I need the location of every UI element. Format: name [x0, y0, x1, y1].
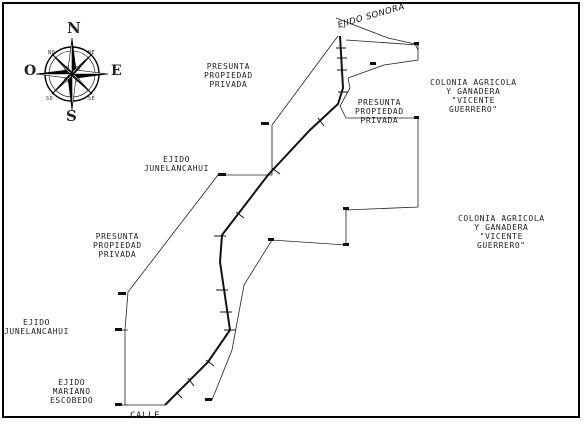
compass-s: S	[66, 107, 78, 125]
boundary-lines	[118, 17, 419, 406]
main-route	[164, 35, 345, 406]
label-calle: CALLE	[130, 411, 161, 421]
boundary-mid-right	[211, 77, 419, 401]
boundary-ejido-sonora	[335, 17, 419, 51]
compass-o: O	[24, 63, 37, 79]
compass-no: NO	[48, 50, 56, 56]
boundary-left-top	[218, 35, 339, 176]
compass-se: SE	[88, 96, 96, 102]
compass-rose-icon	[35, 37, 109, 111]
compass-e: E	[111, 63, 123, 79]
boundary-left	[124, 174, 219, 406]
compass-ne: NE	[88, 50, 96, 56]
station-ticks	[175, 47, 348, 399]
vertex-markers	[115, 42, 419, 406]
compass-so: SO	[46, 96, 54, 102]
boundary-top-right	[345, 39, 419, 79]
compass-n: N	[67, 19, 82, 37]
